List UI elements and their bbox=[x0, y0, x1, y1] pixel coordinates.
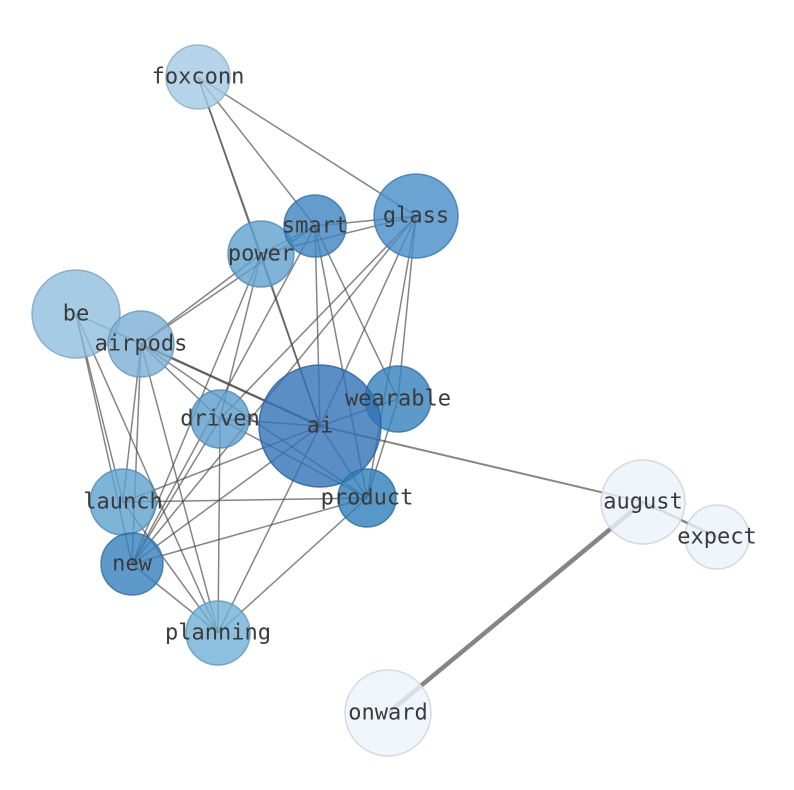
node-august[interactable] bbox=[600, 459, 686, 545]
node-onward[interactable] bbox=[344, 669, 432, 757]
edge-glass-driven bbox=[219, 215, 417, 420]
edge-airpods-planning bbox=[140, 343, 219, 634]
node-be[interactable] bbox=[31, 269, 121, 359]
edge-foxconn-glass bbox=[197, 76, 417, 217]
edge-launch-product bbox=[122, 497, 368, 503]
edge-planning-product bbox=[217, 497, 368, 634]
edge-be-planning bbox=[75, 313, 219, 634]
node-glass[interactable] bbox=[373, 173, 459, 259]
node-smart[interactable] bbox=[283, 194, 347, 258]
node-power[interactable] bbox=[227, 220, 295, 288]
node-planning[interactable] bbox=[185, 600, 251, 666]
node-new[interactable] bbox=[100, 532, 164, 596]
node-expect[interactable] bbox=[684, 504, 750, 570]
node-airpods[interactable] bbox=[107, 310, 175, 378]
node-driven[interactable] bbox=[190, 389, 250, 449]
node-foxconn[interactable] bbox=[165, 44, 231, 110]
edge-driven-planning bbox=[217, 418, 221, 634]
node-product[interactable] bbox=[337, 468, 397, 528]
node-ai[interactable] bbox=[258, 364, 382, 488]
node-launch[interactable] bbox=[89, 468, 157, 536]
edge-new-product bbox=[131, 497, 368, 565]
edge-august-onward bbox=[386, 500, 645, 715]
